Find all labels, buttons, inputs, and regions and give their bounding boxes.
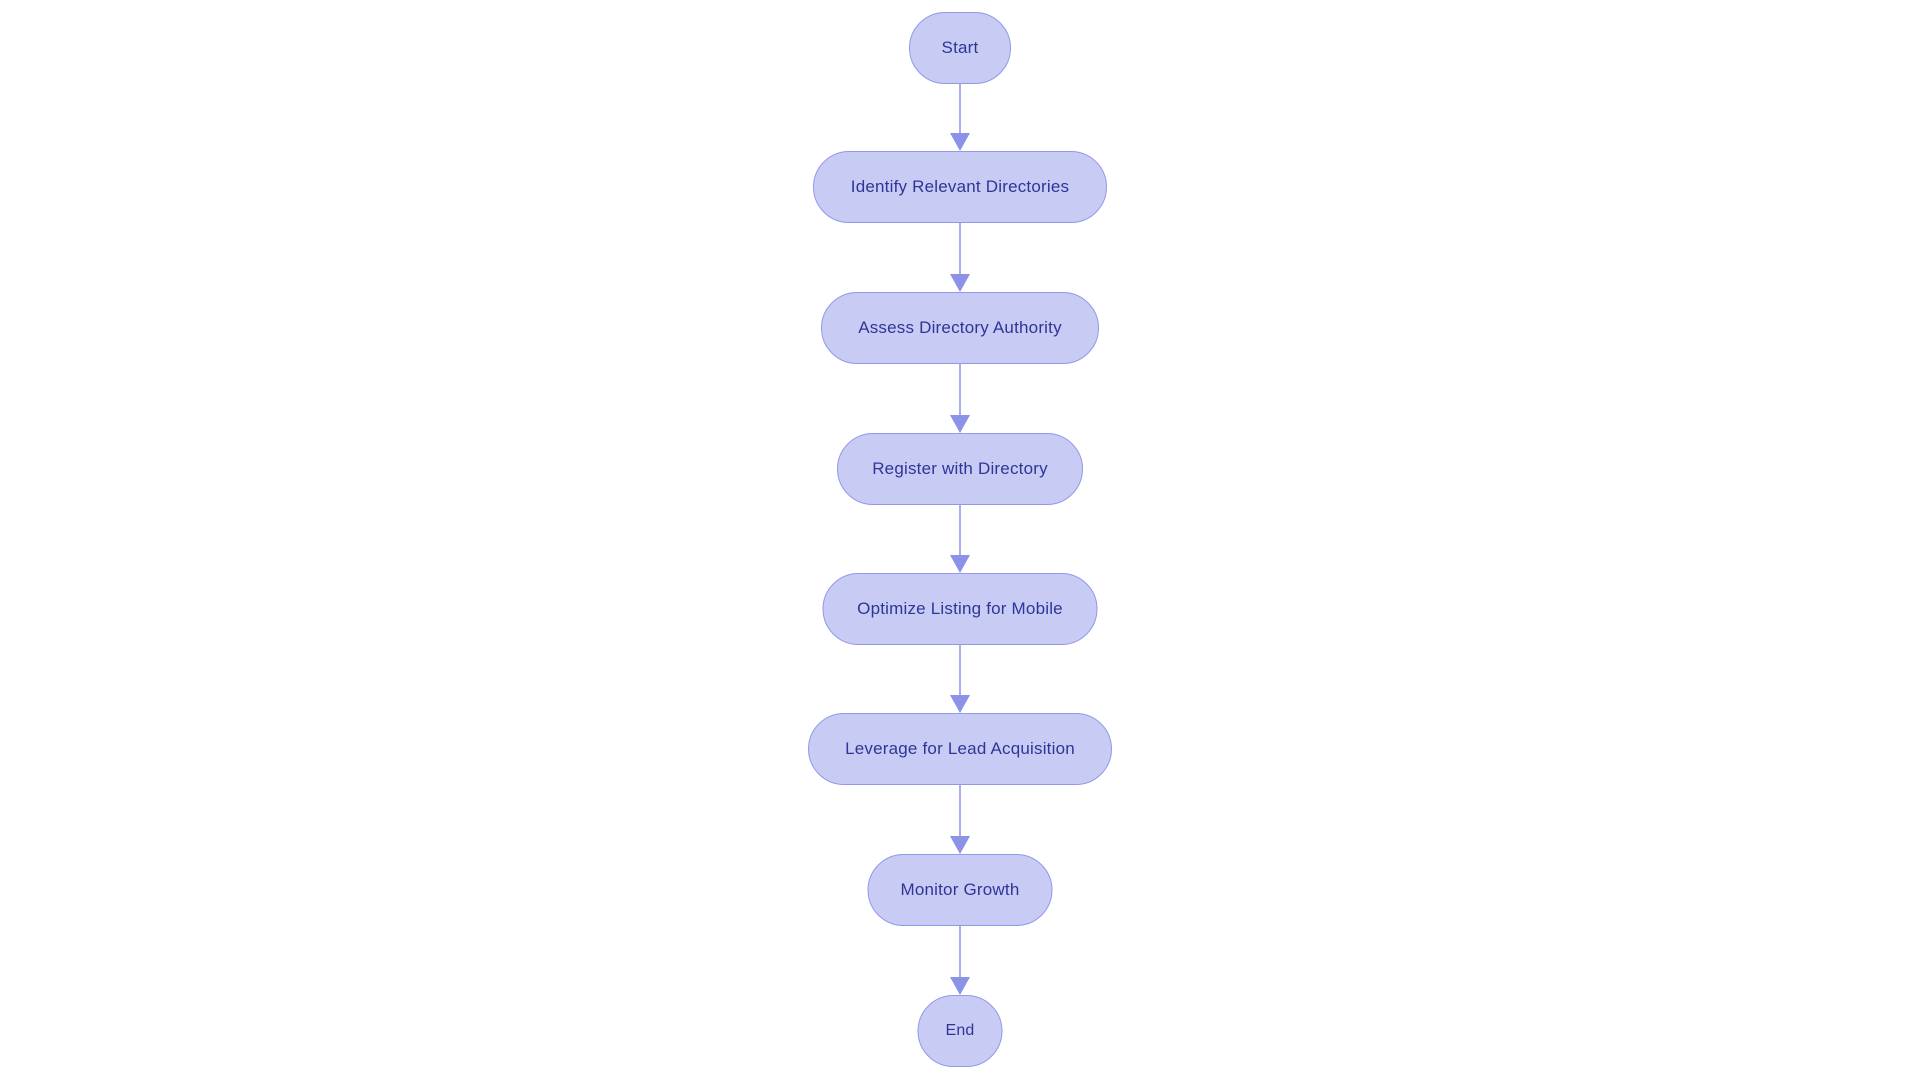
flow-arrow-assess-to-register xyxy=(950,364,970,433)
flow-node-label: Register with Directory xyxy=(872,459,1048,478)
flow-node-label: Assess Directory Authority xyxy=(858,318,1062,337)
flow-arrow-start-to-identify xyxy=(950,84,970,151)
arrow-line xyxy=(959,645,961,699)
flow-node-label: Monitor Growth xyxy=(900,880,1020,899)
arrow-head-icon xyxy=(950,415,970,433)
flow-node-optimize-listing-for-mobile: Optimize Listing for Mobile xyxy=(822,573,1098,645)
arrow-line xyxy=(959,223,961,278)
flow-node-start: Start xyxy=(909,12,1011,84)
flow-node-assess-directory-authority: Assess Directory Authority xyxy=(821,292,1099,364)
flow-node-register-with-directory: Register with Directory xyxy=(837,433,1083,505)
flow-arrow-register-to-optimize xyxy=(950,505,970,573)
arrow-head-icon xyxy=(950,836,970,854)
arrow-head-icon xyxy=(950,555,970,573)
flow-node-monitor-growth: Monitor Growth xyxy=(867,854,1053,926)
arrow-line xyxy=(959,84,961,137)
flow-node-label: Leverage for Lead Acquisition xyxy=(845,739,1075,758)
arrow-line xyxy=(959,926,961,981)
arrow-head-icon xyxy=(950,977,970,995)
flow-node-label: Identify Relevant Directories xyxy=(850,177,1070,196)
arrow-line xyxy=(959,785,961,840)
arrow-head-icon xyxy=(950,274,970,292)
flow-node-label: End xyxy=(945,1022,975,1039)
flow-arrow-optimize-to-leverage xyxy=(950,645,970,713)
arrow-head-icon xyxy=(950,133,970,151)
arrow-line xyxy=(959,505,961,559)
flow-node-label: Start xyxy=(941,38,979,57)
flow-arrow-identify-to-assess xyxy=(950,223,970,292)
arrow-head-icon xyxy=(950,695,970,713)
arrow-line xyxy=(959,364,961,419)
flow-node-end: End xyxy=(917,995,1003,1067)
flow-arrow-leverage-to-monitor xyxy=(950,785,970,854)
flow-node-leverage-for-lead-acquisition: Leverage for Lead Acquisition xyxy=(808,713,1112,785)
flow-arrow-monitor-to-end xyxy=(950,926,970,995)
flow-node-identify-relevant-directories: Identify Relevant Directories xyxy=(813,151,1107,223)
flow-node-label: Optimize Listing for Mobile xyxy=(857,599,1063,618)
